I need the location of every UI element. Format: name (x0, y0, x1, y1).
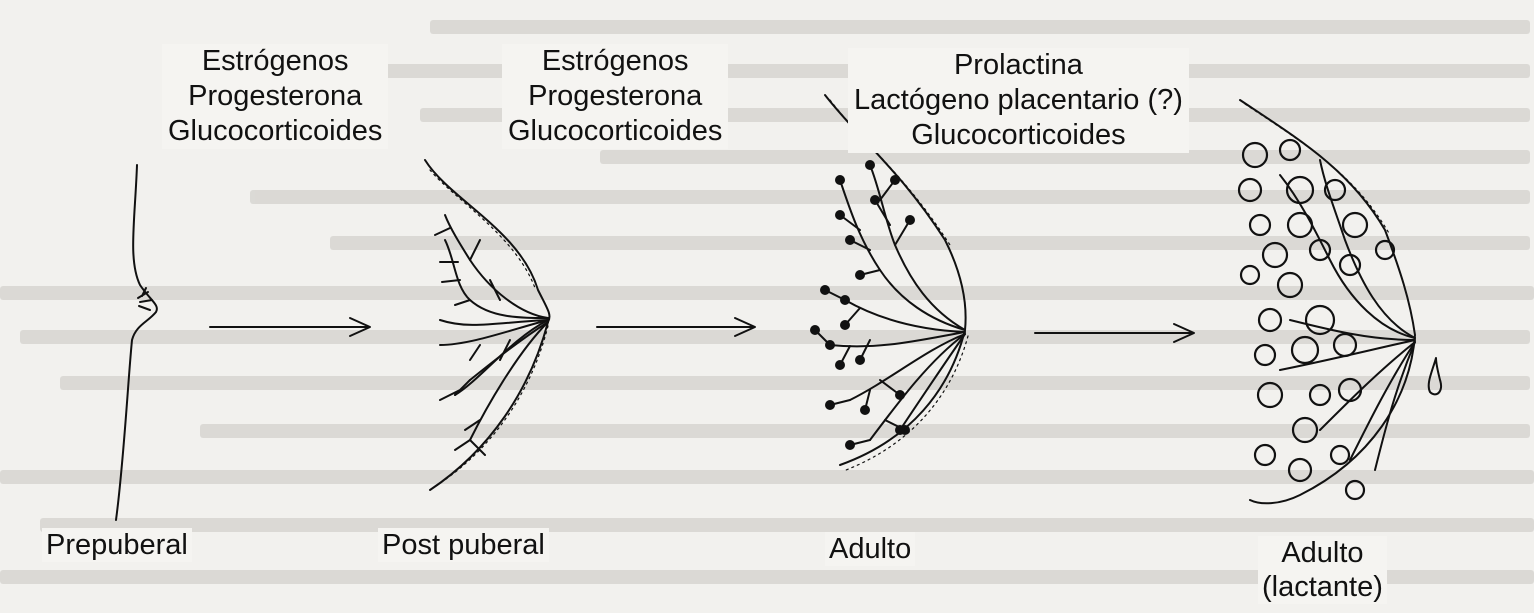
hormone-3-2: Lactógeno placentario (?) (854, 83, 1183, 118)
post-puberal-breast (425, 160, 550, 490)
arrow-1 (210, 318, 370, 336)
stage-label-adult: Adulto (825, 532, 915, 566)
hormone-3-3: Glucocorticoides (854, 118, 1183, 153)
hormone-2-3: Glucocorticoides (508, 114, 722, 149)
hormone-2-1: Estrógenos (508, 44, 722, 79)
adult-breast-lobules (810, 160, 915, 450)
hormone-3-1: Prolactina (854, 48, 1183, 83)
hormones-label-3: Prolactina Lactógeno placentario (?) Glu… (848, 48, 1189, 153)
hormone-1-1: Estrógenos (168, 44, 382, 79)
hormone-2-2: Progesterona (508, 79, 722, 114)
stage-label-post-puberal: Post puberal (378, 528, 549, 562)
stage-label-adult-lactating: Adulto (lactante) (1258, 536, 1387, 604)
hormone-1-3: Glucocorticoides (168, 114, 382, 149)
hormone-1-2: Progesterona (168, 79, 382, 114)
arrow-3 (1035, 324, 1194, 342)
stage-label-prepuberal: Prepuberal (42, 528, 192, 562)
stage-4-line-1: Adulto (1262, 536, 1383, 570)
hormones-label-2: Estrógenos Progesterona Glucocorticoides (502, 44, 728, 149)
stage-4-line-2: (lactante) (1262, 570, 1383, 604)
hormones-label-1: Estrógenos Progesterona Glucocorticoides (162, 44, 388, 149)
prepuberal-profile (116, 165, 157, 520)
arrow-2 (597, 318, 755, 336)
stipple-shading (430, 100, 1390, 486)
lactating-breast-alveoli (1239, 140, 1394, 499)
lactating-breast (1240, 100, 1441, 503)
